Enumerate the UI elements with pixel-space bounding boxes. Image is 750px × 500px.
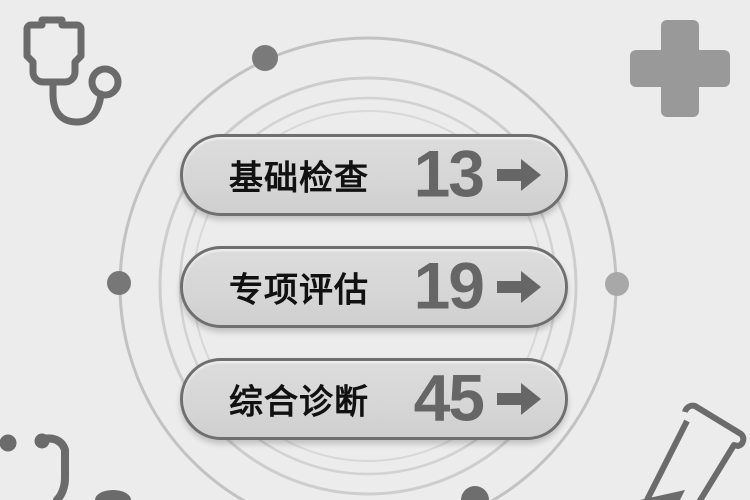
item-count: 13	[413, 136, 485, 211]
medical-cross-icon	[630, 20, 730, 117]
item-button-comprehensive-diagnosis[interactable]: 综合诊断 45	[180, 358, 568, 440]
test-tube-icon	[640, 402, 747, 500]
arrow-right-icon	[497, 159, 541, 191]
item-count: 45	[413, 360, 485, 435]
stethoscope-icon	[23, 16, 122, 126]
item-button-special-assessment[interactable]: 专项评估 19	[180, 246, 568, 328]
stethoscope-icon	[0, 433, 131, 500]
arrow-right-icon	[497, 383, 541, 415]
arrow-right-icon	[497, 271, 541, 303]
item-label: 基础检查	[229, 158, 369, 199]
item-label: 专项评估	[229, 270, 369, 311]
orbit-dots	[107, 45, 629, 500]
item-count: 19	[413, 248, 485, 323]
item-label: 综合诊断	[229, 382, 369, 423]
item-button-basic-check[interactable]: 基础检查 13	[180, 134, 568, 216]
